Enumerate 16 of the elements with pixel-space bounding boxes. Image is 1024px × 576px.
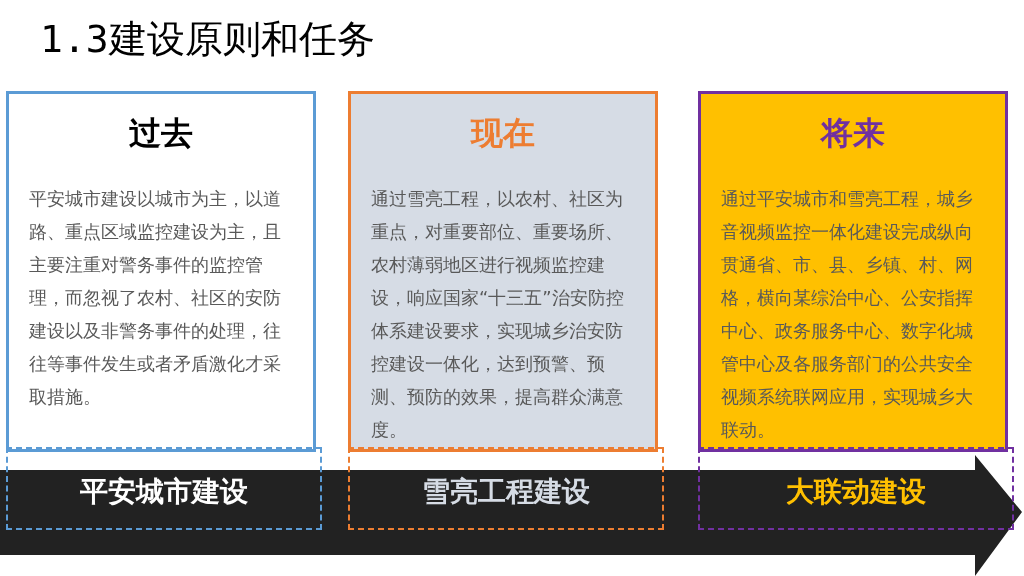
stage-label: 平安城市建设 (80, 474, 248, 510)
stage-label: 雪亮工程建设 (422, 474, 590, 510)
card-heading: 现在 (471, 113, 535, 154)
card-heading: 将来 (821, 113, 885, 154)
text-card (6, 91, 316, 452)
dashed-stage-box (698, 447, 1014, 530)
card-heading: 过去 (129, 113, 193, 154)
card-body-text: 平安城市建设以城市为主，以道路、重点区域监控建设为主，且主要注重对警务事件的监控管理，而忽视了农村、社区的安防建设以及非警务事件的处理，往往等事件发生或者矛盾激化才采取措施。 (29, 187, 282, 409)
dashed-stage-box (348, 447, 664, 530)
card-body-text: 通过平安城市和雪亮工程，城乡音视频监控一体化建设完成纵向贯通省、市、县、乡镇、村、网格，横向某综治中心、公安指挥中心、政务服务中心、数字化城管中心及各服务部门的公共安全视频系统联网应用，实现城乡大联动。 (721, 187, 974, 442)
slide-title: 1.3建设原则和任务 (40, 16, 375, 63)
stage-label: 大联动建设 (786, 474, 926, 510)
card-body-text: 通过雪亮工程，以农村、社区为重点，对重要部位、重要场所、农村薄弱地区进行视频监控建设，响应国家“十三五”治安防控体系建设要求，实现城乡治安防控建设一体化，达到预警、预测、预防的效果，提高群众满意度。 (371, 187, 625, 442)
dashed-stage-box (6, 447, 322, 530)
text-card (698, 91, 1008, 452)
text-card (348, 91, 658, 452)
